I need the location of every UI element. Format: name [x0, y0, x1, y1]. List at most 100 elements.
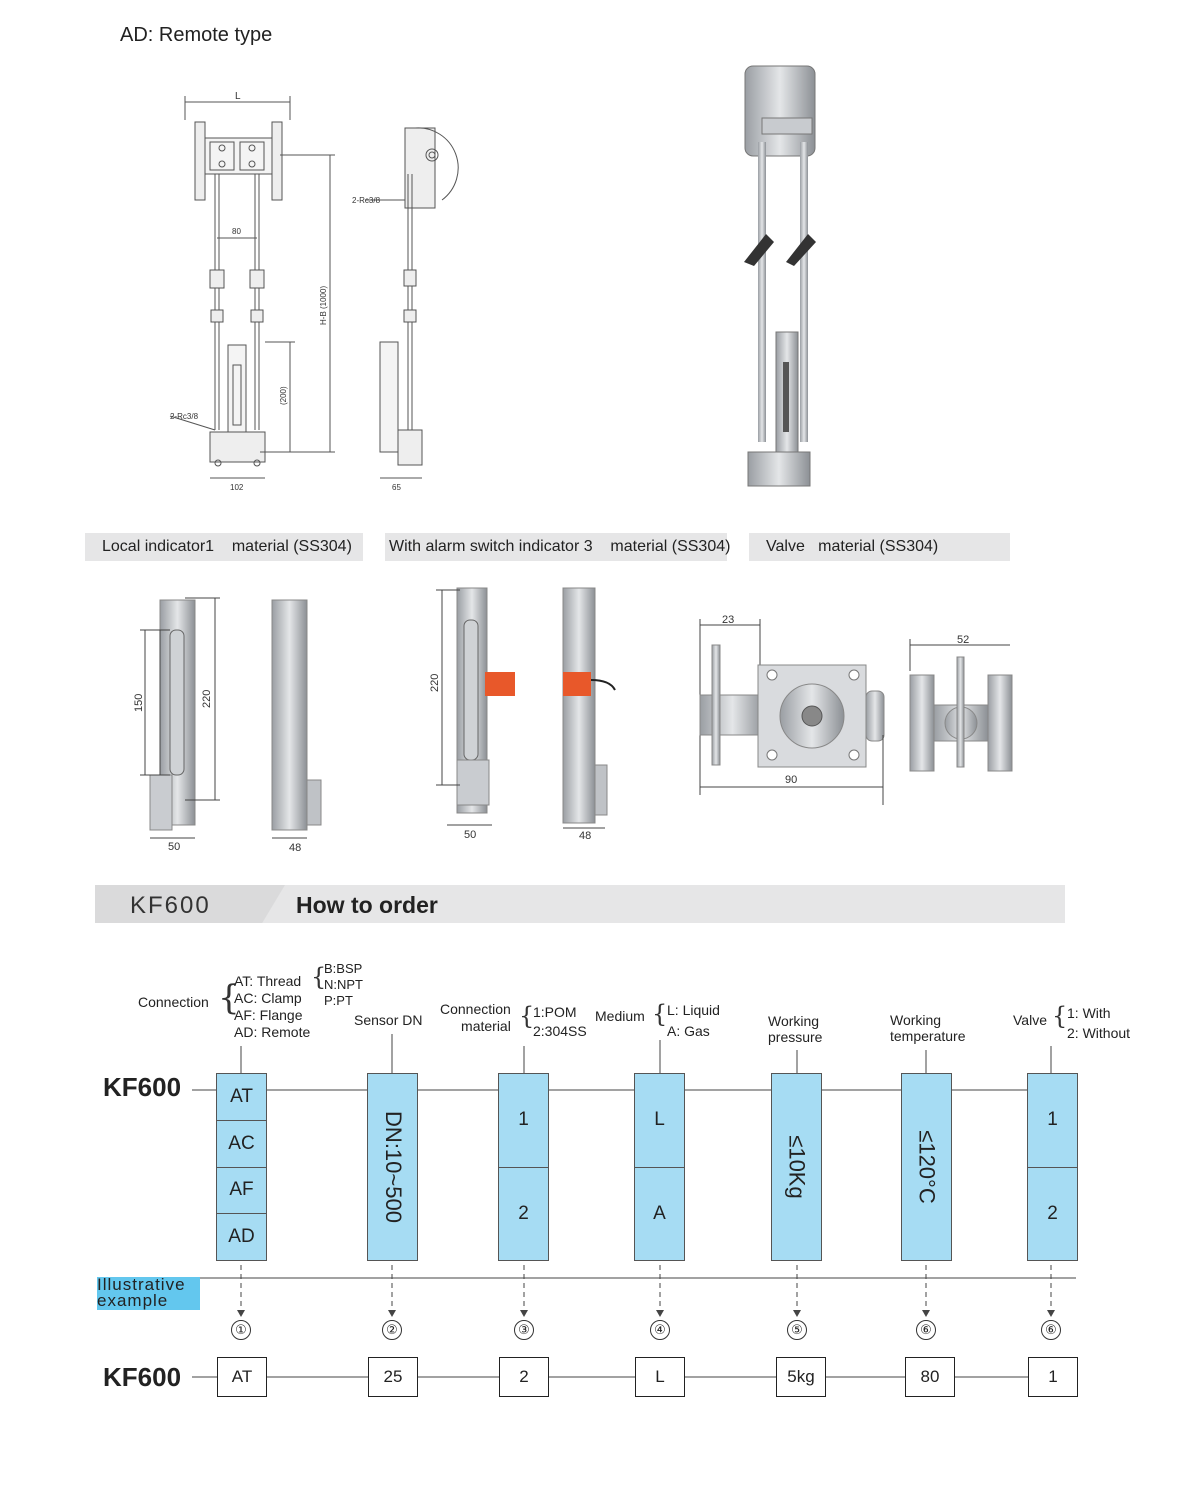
caption-valve: Valve material (SS304)	[749, 533, 1010, 561]
example-model-label: KF600	[103, 1362, 182, 1392]
dim-valve-52: 52	[957, 634, 969, 646]
dim-local-50: 50	[168, 841, 180, 853]
label-rc-left: 2-Rc3/8	[170, 412, 199, 421]
code-valve-1: 1	[1047, 1109, 1058, 1131]
conn-material-option-pom: 1:POM	[533, 1004, 577, 1020]
code-af: AF	[217, 1166, 266, 1214]
sensor-dn-box: DN:10~500	[367, 1073, 418, 1261]
dim-102: 102	[230, 483, 244, 492]
connection-brace: {	[218, 978, 240, 1018]
dim-local-48: 48	[289, 842, 301, 854]
thread-option-pt: P:PT	[324, 993, 353, 1008]
label-rc-right: 2-Rc3/8	[352, 196, 381, 205]
dim-80: 80	[232, 227, 241, 236]
dim-valve-90: 90	[785, 774, 797, 786]
medium-code-box: L A	[634, 1073, 685, 1261]
conn-material-label: Connection material	[440, 1001, 511, 1035]
pressure-box: ≤10Kg	[771, 1073, 822, 1261]
dim-L: L	[235, 91, 241, 102]
example-connection: AT	[217, 1357, 267, 1397]
order-header-title: How to order	[296, 892, 438, 918]
medium-label: Medium	[595, 1008, 645, 1024]
pressure-label-2: pressure	[768, 1029, 823, 1045]
caption-local-text: Local indicator1 material (SS304)	[102, 538, 352, 555]
dim-alarm-50: 50	[464, 829, 476, 841]
connection-option-ad: AD: Remote	[234, 1024, 311, 1040]
connection-option-af: AF: Flange	[234, 1007, 303, 1023]
code-at: AT	[230, 1085, 253, 1107]
connection-code-box: AT AC AF AD	[216, 1073, 267, 1261]
connection-option-at: AT: Thread	[234, 973, 302, 989]
code-material-2: 2	[499, 1166, 548, 1261]
dim-valve-23: 23	[722, 614, 734, 626]
conn-material-option-ss: 2:304SS	[533, 1023, 587, 1039]
conn-material-label-1: Connection	[440, 1001, 511, 1017]
alarm-indicator-photo: 220 50 48	[429, 587, 616, 842]
conn-material-options: 1:POM 2:304SS	[533, 1003, 587, 1041]
caption-local-indicator: Local indicator1 material (SS304)	[85, 533, 363, 561]
caption-valve-text: Valve material (SS304)	[766, 538, 939, 555]
example-material: 2	[499, 1357, 549, 1397]
medium-option-gas: A: Gas	[667, 1023, 710, 1039]
conn-material-code-box: 1 2	[498, 1073, 549, 1261]
temperature-box: ≤120°C	[901, 1073, 952, 1261]
dim-65: 65	[392, 483, 401, 492]
marker-7: ⑥	[1041, 1320, 1061, 1340]
temperature-label: Working temperature	[890, 1012, 965, 1044]
valve-label: Valve	[1013, 1012, 1047, 1028]
order-header: KF600 How to order	[95, 885, 1065, 923]
connection-label: Connection	[138, 994, 209, 1010]
pressure-label-1: Working	[768, 1013, 820, 1029]
marker-2: ②	[382, 1320, 402, 1340]
order-model-label: KF600	[103, 1072, 182, 1102]
dim-local-150: 150	[133, 694, 145, 712]
code-medium-a: A	[635, 1166, 684, 1261]
connection-options: AT: Thread AC: Clamp AF: Flange AD: Remo…	[234, 973, 310, 1041]
marker-3: ③	[514, 1320, 534, 1340]
valve-options: 1: With 2: Without	[1067, 1003, 1130, 1043]
dim-h1000: H-B (1000)	[319, 286, 328, 325]
code-ac: AC	[217, 1119, 266, 1167]
valve-option-with: 1: With	[1067, 1005, 1111, 1021]
remote-type-drawing: L 80 H-B (1000) (200) 2-Rc3/8 2-Rc3/8 10…	[169, 91, 459, 492]
temperature-value: ≤120°C	[914, 1130, 940, 1204]
medium-brace: {	[652, 1000, 668, 1028]
temperature-label-2: temperature	[890, 1028, 966, 1044]
medium-options: L: Liquid A: Gas	[667, 1000, 720, 1042]
pressure-value: ≤10Kg	[784, 1135, 810, 1199]
local-indicator-photo: 150 220 50 48	[133, 597, 322, 854]
conn-material-label-2: material	[461, 1018, 511, 1034]
code-valve-2: 2	[1028, 1166, 1077, 1261]
marker-1: ①	[231, 1320, 251, 1340]
thread-option-npt: N:NPT	[324, 977, 363, 992]
marker-6: ⑥	[916, 1320, 936, 1340]
page-heading: AD: Remote type	[120, 24, 273, 46]
example-valve: 1	[1028, 1357, 1078, 1397]
order-header-model-tab	[95, 885, 285, 923]
valve-option-without: 2: Without	[1067, 1025, 1131, 1041]
sensor-dn-value: DN:10~500	[380, 1111, 406, 1223]
code-ad: AD	[217, 1213, 266, 1260]
valve-code-box: 1 2	[1027, 1073, 1078, 1261]
example-temperature: 80	[905, 1357, 955, 1397]
dim-alarm-48: 48	[579, 830, 591, 842]
valve-photo: 23 90 52	[699, 614, 1013, 805]
dim-local-220: 220	[201, 690, 213, 708]
caption-alarm-indicator: With alarm switch indicator 3 material (…	[385, 533, 731, 561]
dim-200: (200)	[279, 386, 288, 405]
code-medium-l: L	[654, 1109, 665, 1131]
example-medium: L	[635, 1357, 685, 1397]
thread-brace: {	[311, 963, 327, 991]
remote-type-photo	[744, 65, 816, 487]
temperature-label-1: Working	[890, 1012, 942, 1028]
example-sensor-dn: 25	[368, 1357, 418, 1397]
thread-options: B:BSP N:NPT P:PT	[324, 961, 363, 1009]
connection-option-ac: AC: Clamp	[234, 990, 302, 1006]
conn-material-brace: {	[519, 1002, 535, 1030]
sensor-dn-label: Sensor DN	[354, 1012, 423, 1028]
dim-alarm-220: 220	[429, 674, 441, 692]
pressure-label: Working pressure	[768, 1013, 822, 1045]
caption-alarm-text: With alarm switch indicator 3 material (…	[389, 538, 731, 555]
marker-5: ⑤	[787, 1320, 807, 1340]
illustrative-example-label: Illustrative example	[97, 1276, 200, 1310]
